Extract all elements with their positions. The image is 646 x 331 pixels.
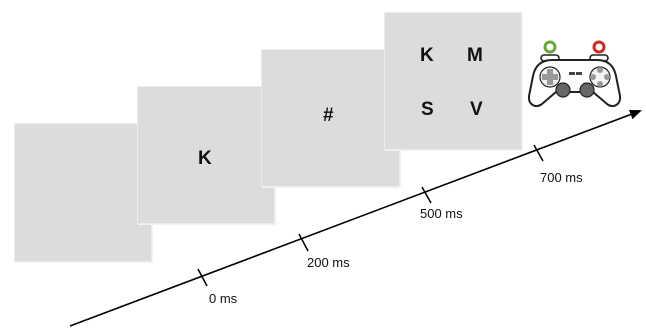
probe-letter-top-left: K: [420, 45, 434, 66]
probe-letter-bottom-left: S: [421, 99, 434, 120]
tick-label-0ms: 0 ms: [209, 291, 238, 306]
tick-700ms: [533, 144, 544, 162]
tick-200ms: [298, 233, 309, 252]
left-response-ring: [543, 40, 557, 54]
tick-label-700ms: 700 ms: [540, 170, 583, 185]
tick-label-200ms: 200 ms: [307, 255, 350, 270]
probe-letter-top-right: M: [467, 45, 483, 66]
probe-letter-bottom-right: V: [470, 99, 483, 120]
target-letter: K: [198, 148, 212, 169]
right-response-ring: [592, 40, 606, 54]
mask-symbol: #: [323, 105, 334, 126]
time-arrow: [69, 109, 642, 327]
target-screen: K: [137, 86, 275, 224]
tick-label-500ms: 500 ms: [420, 206, 463, 221]
blank-screen: [14, 123, 152, 262]
probe-screen: K M S V: [384, 12, 522, 150]
tick-500ms: [421, 186, 432, 204]
tick-0ms: [197, 268, 208, 287]
